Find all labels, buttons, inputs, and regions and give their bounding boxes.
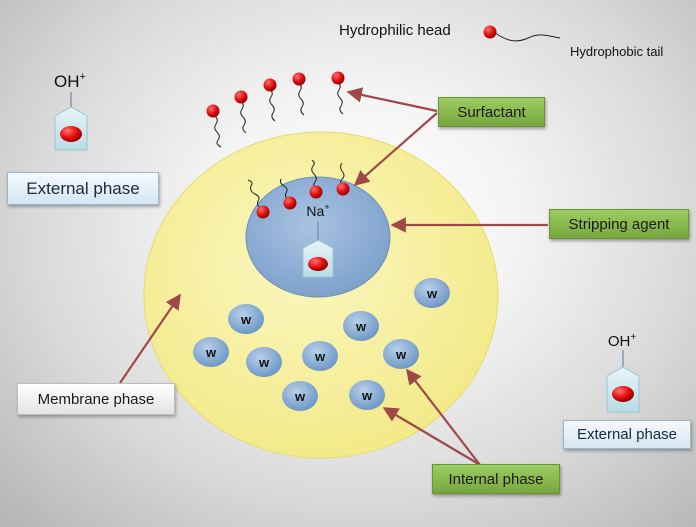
label-external-phase-left: External phase xyxy=(7,172,159,205)
svg-text:w: w xyxy=(294,389,306,404)
outer-surfactants xyxy=(214,81,344,148)
legend-tail-label: Hydrophobic tail xyxy=(570,44,663,59)
pointer-arrows xyxy=(119,87,548,467)
water-droplet: w xyxy=(282,381,318,411)
svg-text:w: w xyxy=(314,349,326,364)
external-right-container-icon xyxy=(606,350,640,413)
label-external-phase-right: External phase xyxy=(563,420,691,449)
arrow-internal-phase-1 xyxy=(406,368,481,466)
svg-text:w: w xyxy=(240,312,252,327)
water-droplet: w xyxy=(193,337,229,367)
inner-surfactants xyxy=(247,159,345,210)
legend-surfactant-icon xyxy=(483,25,561,42)
arrow-membrane-phase xyxy=(119,293,181,384)
svg-text:w: w xyxy=(426,286,438,301)
label-internal-phase: Internal phase xyxy=(432,464,560,494)
water-droplet: w xyxy=(414,278,450,308)
water-droplet: w xyxy=(349,380,385,410)
svg-text:w: w xyxy=(258,355,270,370)
label-surfactant: Surfactant xyxy=(438,97,545,127)
water-droplets: w w w w w w w w w xyxy=(193,278,450,411)
svg-text:w: w xyxy=(395,347,407,362)
label-stripping-agent: Stripping agent xyxy=(549,209,689,239)
arrow-surfactant-outer xyxy=(346,87,438,113)
label-membrane-phase: Membrane phase xyxy=(17,383,175,415)
arrow-surfactant-inner xyxy=(353,112,438,187)
water-droplet: w xyxy=(246,347,282,377)
svg-text:w: w xyxy=(205,345,217,360)
na-ion-container-icon xyxy=(302,222,334,278)
oh-ion-right-label: OH+ xyxy=(608,332,637,350)
water-droplet: w xyxy=(302,341,338,371)
arrow-internal-phase-2 xyxy=(382,407,483,467)
oh-ion-left-label: OH+ xyxy=(54,71,86,91)
inner-surfactant-head-icons xyxy=(256,182,350,219)
water-droplet: w xyxy=(228,304,264,334)
legend-head-label: Hydrophilic head xyxy=(339,22,451,39)
surfactant-head-icons xyxy=(206,71,345,118)
na-ion-label: Na+ xyxy=(306,202,329,219)
water-droplet: w xyxy=(383,339,419,369)
svg-text:w: w xyxy=(355,319,367,334)
water-droplet: w xyxy=(343,311,379,341)
svg-text:w: w xyxy=(361,388,373,403)
external-left-container-icon xyxy=(54,92,88,151)
